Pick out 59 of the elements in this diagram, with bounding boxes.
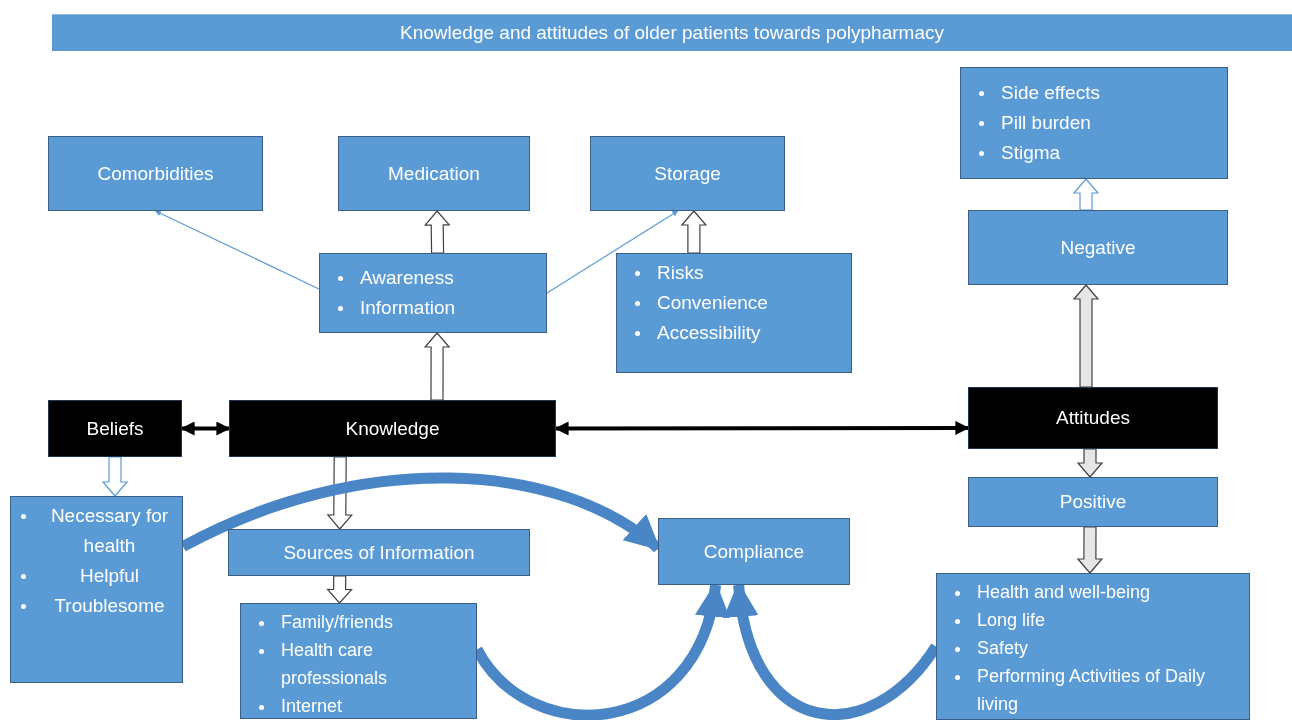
bullet-item: Internet [281,692,470,720]
box-label: Comorbidities [97,162,214,185]
process-box [338,136,530,211]
bullet-item: Performing Activities of Daily living [977,662,1243,718]
block-arrow [326,575,353,604]
bullet-list-box [960,67,1228,179]
bullet-list-box [10,496,183,683]
block-arrow [680,210,708,254]
bullet-item: Health and well-being [977,578,1243,606]
process-box [590,136,785,211]
process-box [968,210,1228,285]
box-label: Beliefs [86,417,144,440]
process-box [658,518,850,585]
bullet-list-box [319,253,547,333]
double-arrow [180,421,231,436]
block-arrow [1076,526,1104,574]
block-arrow [423,210,451,254]
bullet-item: Information [360,293,540,323]
box-label: Compliance [703,540,805,563]
bullet-item: Necessary for health [43,501,176,561]
bullet-item: Risks [657,258,845,288]
box-label: Knowledge [345,417,440,440]
process-box [228,529,530,576]
bullet-item: Accessibility [657,318,845,348]
arrow [154,210,320,290]
block-arrow [101,456,129,497]
bullet-item: Pill burden [1001,108,1221,138]
bullet-item: Awareness [360,263,540,293]
box-label: Attitudes [1056,407,1130,429]
diagram-title: Knowledge and attitudes of older patients towards polypharmacy [400,22,944,44]
box-label: Positive [1059,491,1127,513]
bullet-list-box [616,253,852,373]
bullet-list-box [936,573,1250,720]
bullet-item: Convenience [657,288,845,318]
box-label: Storage [654,162,721,185]
box-label: Medication [388,162,480,185]
block-arrow [1076,448,1104,478]
concept-box [48,400,182,457]
double-arrow [554,420,970,436]
box-label: Sources of Information [283,541,475,564]
bullet-item: Side effects [1001,78,1221,108]
block-arrow [1072,284,1100,388]
bullet-item: Long life [977,606,1243,634]
bullet-item: Family/friends [281,608,470,636]
bullet-item: Health care professionals [281,636,470,692]
box-label: Negative [1060,236,1136,259]
bullet-item: Troublesome [43,591,176,621]
concept-box [968,387,1218,449]
bullet-item: Stigma [1001,138,1221,168]
arrow [546,210,679,294]
bullet-list-box [240,603,477,719]
bullet-item: Helpful [43,561,176,591]
block-arrow [423,332,451,401]
concept-box [229,400,556,457]
process-box [48,136,263,211]
block-arrow [1072,178,1100,211]
bullet-item: Safety [977,634,1243,662]
process-box [968,477,1218,527]
block-arrow [326,456,354,530]
